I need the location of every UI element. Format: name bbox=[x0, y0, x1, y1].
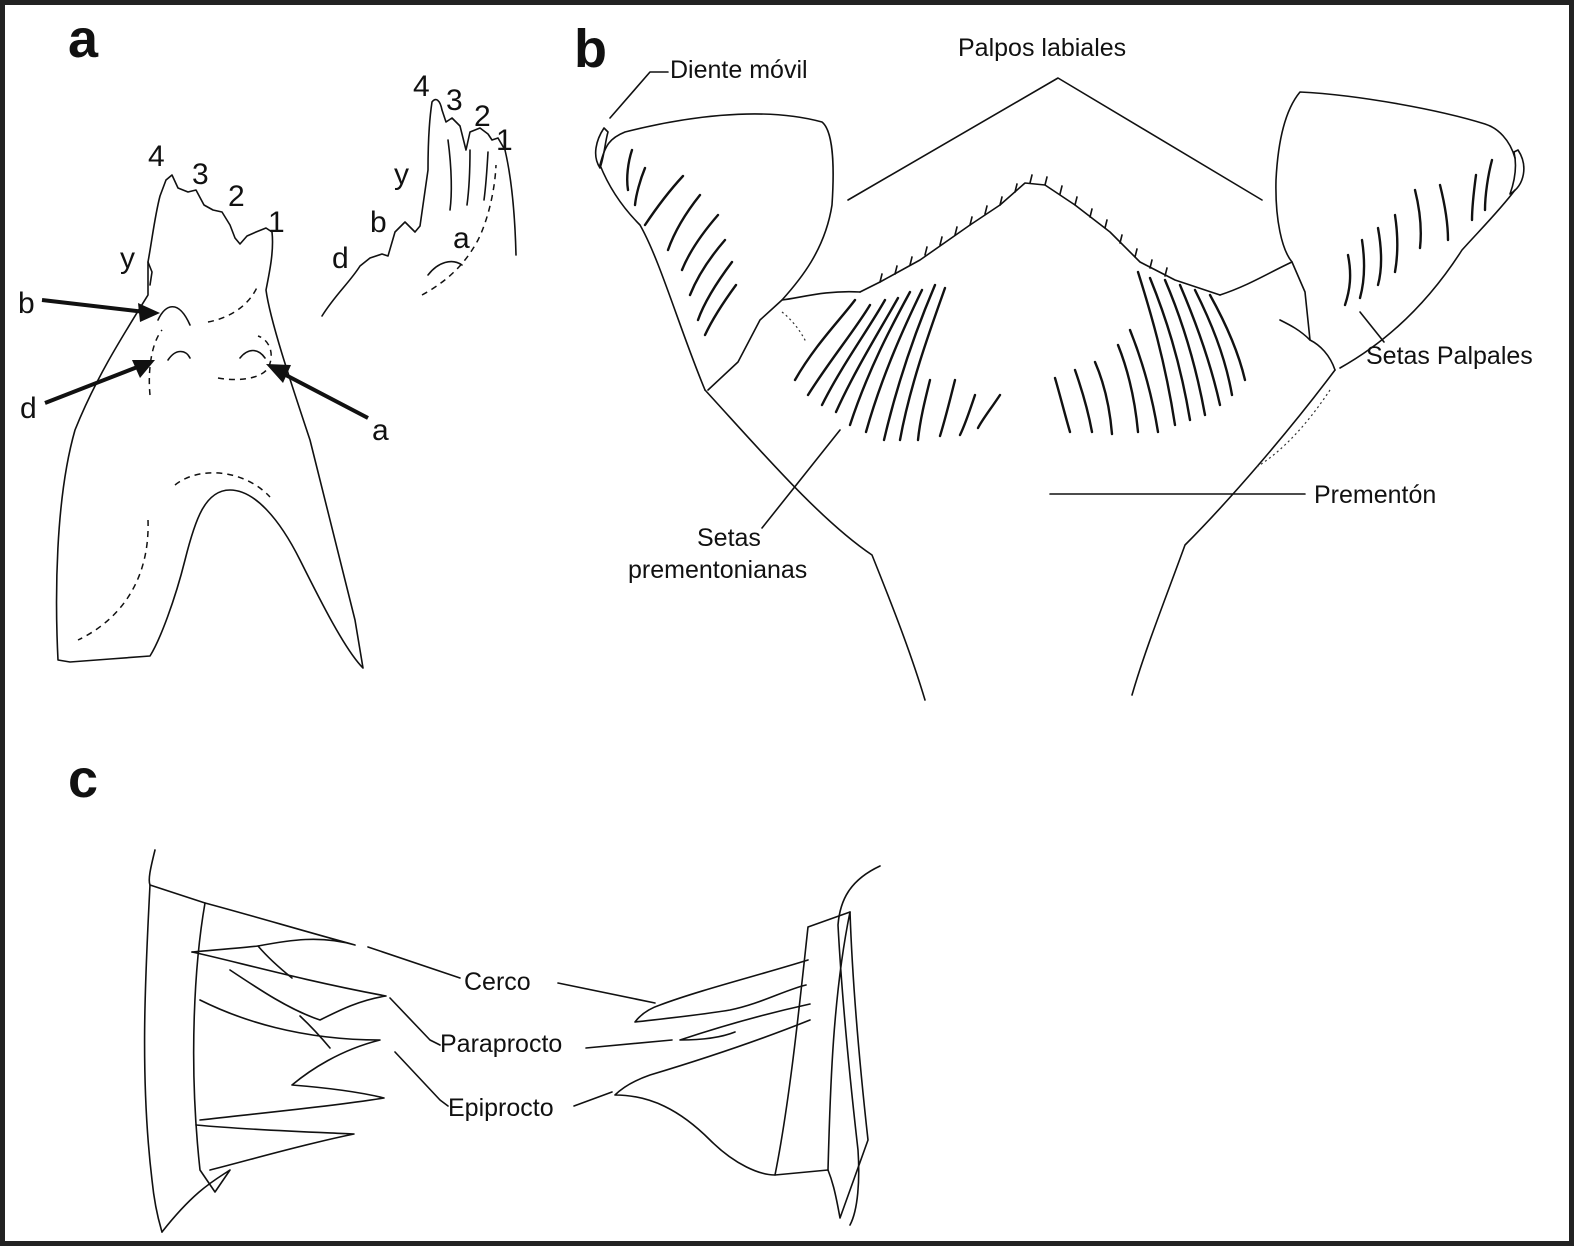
label-cerco: Cerco bbox=[464, 968, 531, 996]
tooth-label-1: 1 bbox=[268, 206, 285, 239]
panel-b: b bbox=[574, 19, 1533, 700]
mandible-b-dash bbox=[208, 285, 258, 322]
mandible-base-dash bbox=[78, 520, 148, 640]
panel-c: c Cerco Paraprocto Epiprocto bbox=[68, 749, 880, 1232]
label-setas-palpales: Setas Palpales bbox=[1366, 342, 1533, 370]
inset-label-d: d bbox=[332, 242, 349, 275]
leader-setas-palpales bbox=[1360, 312, 1384, 342]
right-palp-lower-edge bbox=[1310, 340, 1335, 370]
arrow-label-b: b bbox=[18, 287, 35, 320]
left-palp-setae bbox=[627, 150, 736, 335]
label-epiprocto: Epiprocto bbox=[448, 1094, 554, 1122]
arrow-d bbox=[45, 366, 140, 403]
arrowhead-b bbox=[138, 303, 160, 322]
left-tergite-band bbox=[150, 885, 230, 1232]
left-cercus bbox=[192, 903, 355, 952]
inset-tooth-3: 3 bbox=[446, 84, 463, 117]
inset-teeth-lines bbox=[448, 140, 488, 210]
inset-tooth-y: y bbox=[394, 158, 409, 191]
label-prementonianas: prementonianas bbox=[628, 556, 807, 584]
mandible-outline bbox=[57, 175, 363, 668]
leader-diente bbox=[610, 72, 668, 118]
label-paraprocto: Paraprocto bbox=[440, 1030, 562, 1058]
prementum-right-side bbox=[1132, 370, 1335, 695]
right-paraproct bbox=[680, 1004, 810, 1040]
label-diente-movil: Diente móvil bbox=[670, 56, 808, 84]
right-cercus bbox=[635, 960, 808, 1022]
inset-tooth-1: 1 bbox=[496, 124, 513, 157]
mandible-d-arc bbox=[168, 352, 190, 361]
left-palp-hinge bbox=[600, 165, 705, 390]
right-palp-inner-edge bbox=[1220, 262, 1292, 295]
label-palpos-labiales: Palpos labiales bbox=[958, 34, 1126, 62]
tooth-label-4: 4 bbox=[148, 140, 165, 173]
panel-b-letter: b bbox=[574, 19, 607, 79]
inset-label-a: a bbox=[453, 222, 470, 255]
right-tergite-band bbox=[775, 912, 868, 1218]
right-movable-hook bbox=[1510, 150, 1524, 194]
inset-tooth-4: 4 bbox=[413, 70, 430, 103]
tooth-label-y: y bbox=[120, 242, 135, 275]
left-palp-inner-edge bbox=[782, 292, 860, 300]
inset-label-b: b bbox=[370, 206, 387, 239]
left-epiproct bbox=[196, 1000, 384, 1170]
left-palp-dotted bbox=[782, 312, 806, 342]
prementum-crenulations bbox=[880, 175, 1167, 282]
leader-palpos bbox=[848, 78, 1262, 200]
leader-setas-prem bbox=[762, 430, 840, 528]
arrowhead-a bbox=[266, 364, 291, 383]
prementonal-setae-left bbox=[795, 285, 1000, 440]
tooth-label-3: 3 bbox=[192, 158, 209, 191]
mandible-a-arc bbox=[240, 351, 265, 359]
right-palp-setae bbox=[1345, 160, 1492, 305]
label-prementon: Prementón bbox=[1314, 481, 1436, 509]
arrow-label-d: d bbox=[20, 392, 37, 425]
left-tergite-outer bbox=[145, 850, 162, 1232]
panel-a-letter: a bbox=[68, 9, 99, 69]
mandible-condyle-dash bbox=[175, 473, 270, 497]
label-setas: Setas bbox=[697, 524, 761, 552]
inset-tooth-2: 2 bbox=[474, 100, 491, 133]
prementum-top-margin bbox=[860, 183, 1220, 295]
prementonal-setae-right bbox=[1055, 272, 1245, 434]
mandible-b-arc bbox=[158, 307, 190, 325]
arrow-label-a: a bbox=[372, 414, 389, 447]
panel-a: a 4 3 2 1 y b d a 4 3 bbox=[18, 9, 516, 668]
tooth-label-2: 2 bbox=[228, 180, 245, 213]
mandible-a-dash bbox=[218, 336, 271, 380]
arrow-b bbox=[42, 300, 145, 312]
panel-c-letter: c bbox=[68, 749, 98, 809]
arrow-a bbox=[280, 372, 368, 418]
